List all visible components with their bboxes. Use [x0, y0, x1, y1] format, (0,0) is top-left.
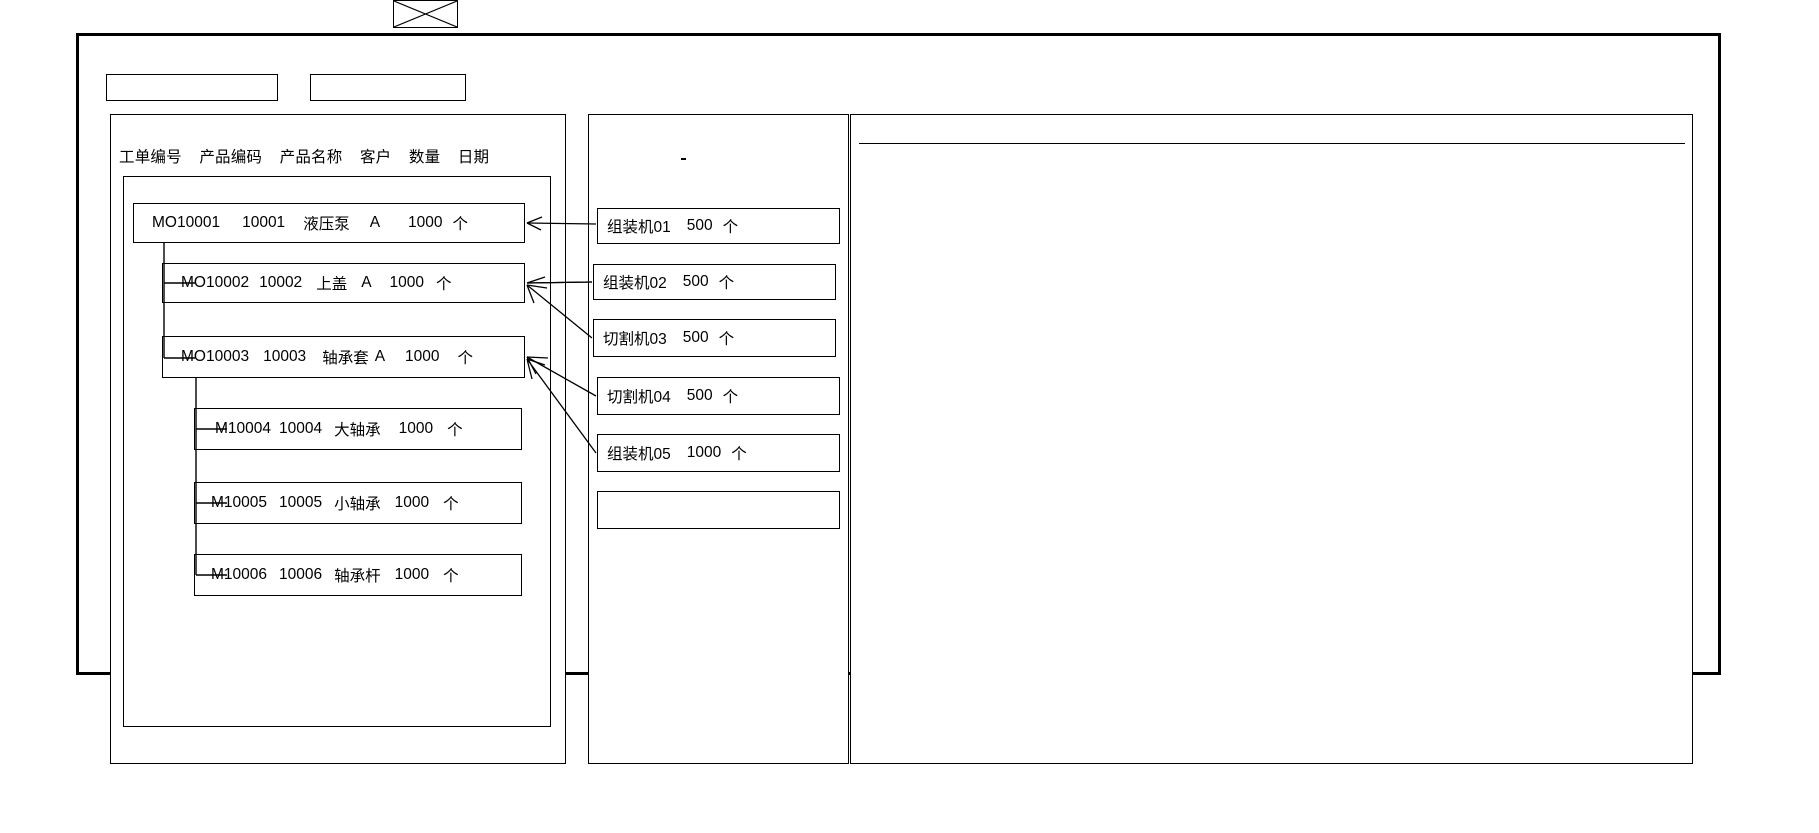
row-customer: A — [369, 214, 381, 231]
row-product-name: 大轴承 — [334, 422, 381, 439]
machine-card-qty: 500 — [682, 329, 709, 346]
machine-card-empty-slot[interactable] — [597, 491, 840, 529]
table-row[interactable]: M10005 10005 小轴承 1000 个 — [194, 482, 522, 524]
machine-card-name: 切割机04 — [607, 389, 671, 406]
column-header-quantity: 数量 — [408, 149, 441, 166]
machine-card-qty: 500 — [686, 217, 713, 234]
column-header-customer: 客户 — [359, 149, 392, 166]
machine-card[interactable]: 组装机05 1000 个 — [597, 434, 840, 472]
row-unit: 个 — [452, 216, 469, 233]
row-product-name: 液压泵 — [303, 216, 350, 233]
row-order-no: MO10003 — [181, 348, 250, 365]
detail-panel — [850, 114, 1693, 764]
table-row[interactable]: M10004 10004 大轴承 1000 个 — [194, 408, 522, 450]
row-unit: 个 — [447, 422, 463, 439]
row-quantity: 1000 — [398, 420, 434, 437]
machine-card-name: 组装机02 — [603, 275, 667, 292]
toolbar — [106, 74, 606, 104]
column-header-date: 日期 — [457, 149, 490, 166]
column-header-order-no: 工单编号 — [119, 149, 182, 166]
table-row[interactable]: MO10001 10001 液压泵 A 1000 个 — [133, 203, 525, 243]
row-quantity: 1000 — [389, 274, 425, 291]
row-product-name: 轴承套 — [322, 350, 369, 367]
machine-card-qty: 500 — [682, 273, 709, 290]
machine-card[interactable]: 切割机04 500 个 — [597, 377, 840, 415]
machine-card-unit: 个 — [722, 219, 739, 236]
row-customer: A — [361, 274, 372, 291]
machine-card[interactable]: 组装机02 500 个 — [593, 264, 836, 300]
column-header-product-name: 产品名称 — [279, 149, 343, 166]
toolbar-field-2[interactable] — [310, 74, 466, 101]
machine-card-unit: 个 — [722, 389, 739, 406]
machine-card-name: 组装机01 — [607, 219, 671, 236]
panel-marker-dot — [681, 158, 686, 160]
machine-card[interactable]: 切割机03 500 个 — [593, 319, 836, 357]
row-product-code: 10003 — [263, 348, 307, 365]
row-product-name: 轴承杆 — [334, 568, 381, 585]
row-unit: 个 — [443, 568, 459, 585]
machine-card-qty: 500 — [686, 387, 713, 404]
row-unit: 个 — [457, 350, 474, 367]
row-quantity: 1000 — [394, 566, 430, 583]
row-quantity: 1000 — [405, 348, 440, 365]
image-placeholder-cross-glyph — [394, 1, 457, 27]
image-placeholder-icon[interactable] — [393, 0, 458, 28]
work-order-tree-container — [123, 176, 551, 727]
machine-card-unit: 个 — [731, 446, 747, 463]
row-product-code: 10002 — [259, 274, 303, 291]
column-header-product-code: 产品编码 — [199, 149, 263, 166]
table-row[interactable]: MO10002 10002 上盖 A 1000 个 — [162, 263, 525, 303]
detail-panel-header-divider — [859, 143, 1685, 144]
row-quantity: 1000 — [408, 214, 443, 231]
row-quantity: 1000 — [394, 494, 430, 511]
row-unit: 个 — [436, 276, 452, 293]
row-product-code: 10004 — [279, 420, 323, 437]
toolbar-field-1[interactable] — [106, 74, 278, 101]
row-product-code: 10006 — [279, 566, 323, 583]
row-product-code: 10001 — [242, 214, 286, 231]
table-row[interactable]: MO10003 10003 轴承套 A 1000 个 — [162, 336, 525, 378]
row-order-no: MO10001 — [152, 214, 221, 231]
row-customer: A — [374, 348, 386, 365]
work-order-column-header: 工单编号 产品编码 产品名称 客户 数量 日期 — [119, 145, 539, 167]
row-order-no: M10004 — [215, 420, 272, 437]
machine-card-unit: 个 — [718, 275, 735, 292]
row-order-no: M10006 — [211, 566, 268, 583]
table-row[interactable]: M10006 10006 轴承杆 1000 个 — [194, 554, 522, 596]
machine-card-name: 组装机05 — [607, 446, 671, 463]
machine-card-unit: 个 — [718, 331, 735, 348]
machine-card[interactable]: 组装机01 500 个 — [597, 208, 840, 244]
machine-card-name: 切割机03 — [603, 331, 667, 348]
row-product-name: 上盖 — [316, 276, 348, 293]
machine-card-qty: 1000 — [686, 444, 722, 461]
row-unit: 个 — [443, 496, 459, 513]
row-product-code: 10005 — [279, 494, 323, 511]
row-product-name: 小轴承 — [334, 496, 381, 513]
row-order-no: MO10002 — [181, 274, 250, 291]
row-order-no: M10005 — [211, 494, 268, 511]
